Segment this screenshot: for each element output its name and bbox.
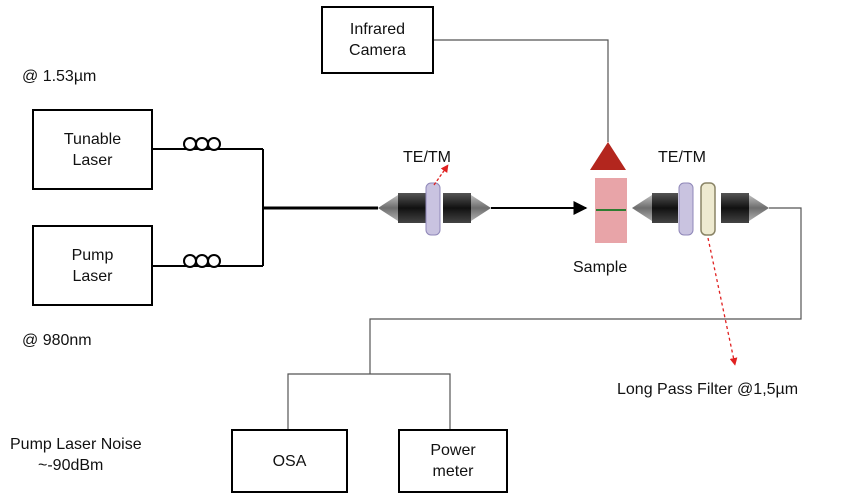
osa-label: OSA xyxy=(272,452,307,470)
tunable-laser-box: Tunable Laser xyxy=(32,109,153,190)
polarizer-left-pointer xyxy=(433,164,449,186)
wavelength-tunable-label: @ 1.53µm xyxy=(22,68,97,85)
camera-connection xyxy=(434,39,609,142)
osa-box: OSA xyxy=(231,429,348,493)
polarizer-left-label: TE/TM xyxy=(403,149,451,166)
sample-block xyxy=(595,178,627,243)
wavelength-pump-label: @ 980nm xyxy=(22,332,92,349)
infrared-camera-box: Infrared Camera xyxy=(321,6,434,74)
filter-label: Long Pass Filter @1,5µm xyxy=(617,381,799,398)
infrared-camera-line1: Infrared xyxy=(349,21,406,38)
input-objective xyxy=(378,182,491,236)
fiber-connections xyxy=(152,148,264,267)
pump-laser-box: Pump Laser xyxy=(32,225,153,306)
polarizer-right-label: TE/TM xyxy=(658,149,706,166)
pump-laser-line1: Pump xyxy=(71,246,114,264)
infrared-camera-line2: Camera xyxy=(349,42,406,59)
filter-pointer xyxy=(707,237,738,366)
power-meter-line1: Power xyxy=(430,442,476,459)
tunable-laser-line1: Tunable xyxy=(63,130,122,148)
fiber-coil-tunable xyxy=(183,137,221,151)
output-objective xyxy=(632,182,769,236)
power-meter-box: Power meter xyxy=(398,429,508,493)
tunable-laser-line2: Laser xyxy=(72,151,113,169)
detector-split xyxy=(287,373,451,429)
power-meter-line2: meter xyxy=(432,463,474,480)
noise-label-line1: Pump Laser Noise xyxy=(10,436,142,453)
sample-label: Sample xyxy=(573,259,628,276)
pump-laser-line2: Laser xyxy=(72,267,113,285)
camera-prism xyxy=(590,142,626,170)
noise-label-line2: ~-90dBm xyxy=(38,457,104,474)
output-fiber xyxy=(369,207,802,374)
fiber-coil-pump xyxy=(183,254,221,268)
